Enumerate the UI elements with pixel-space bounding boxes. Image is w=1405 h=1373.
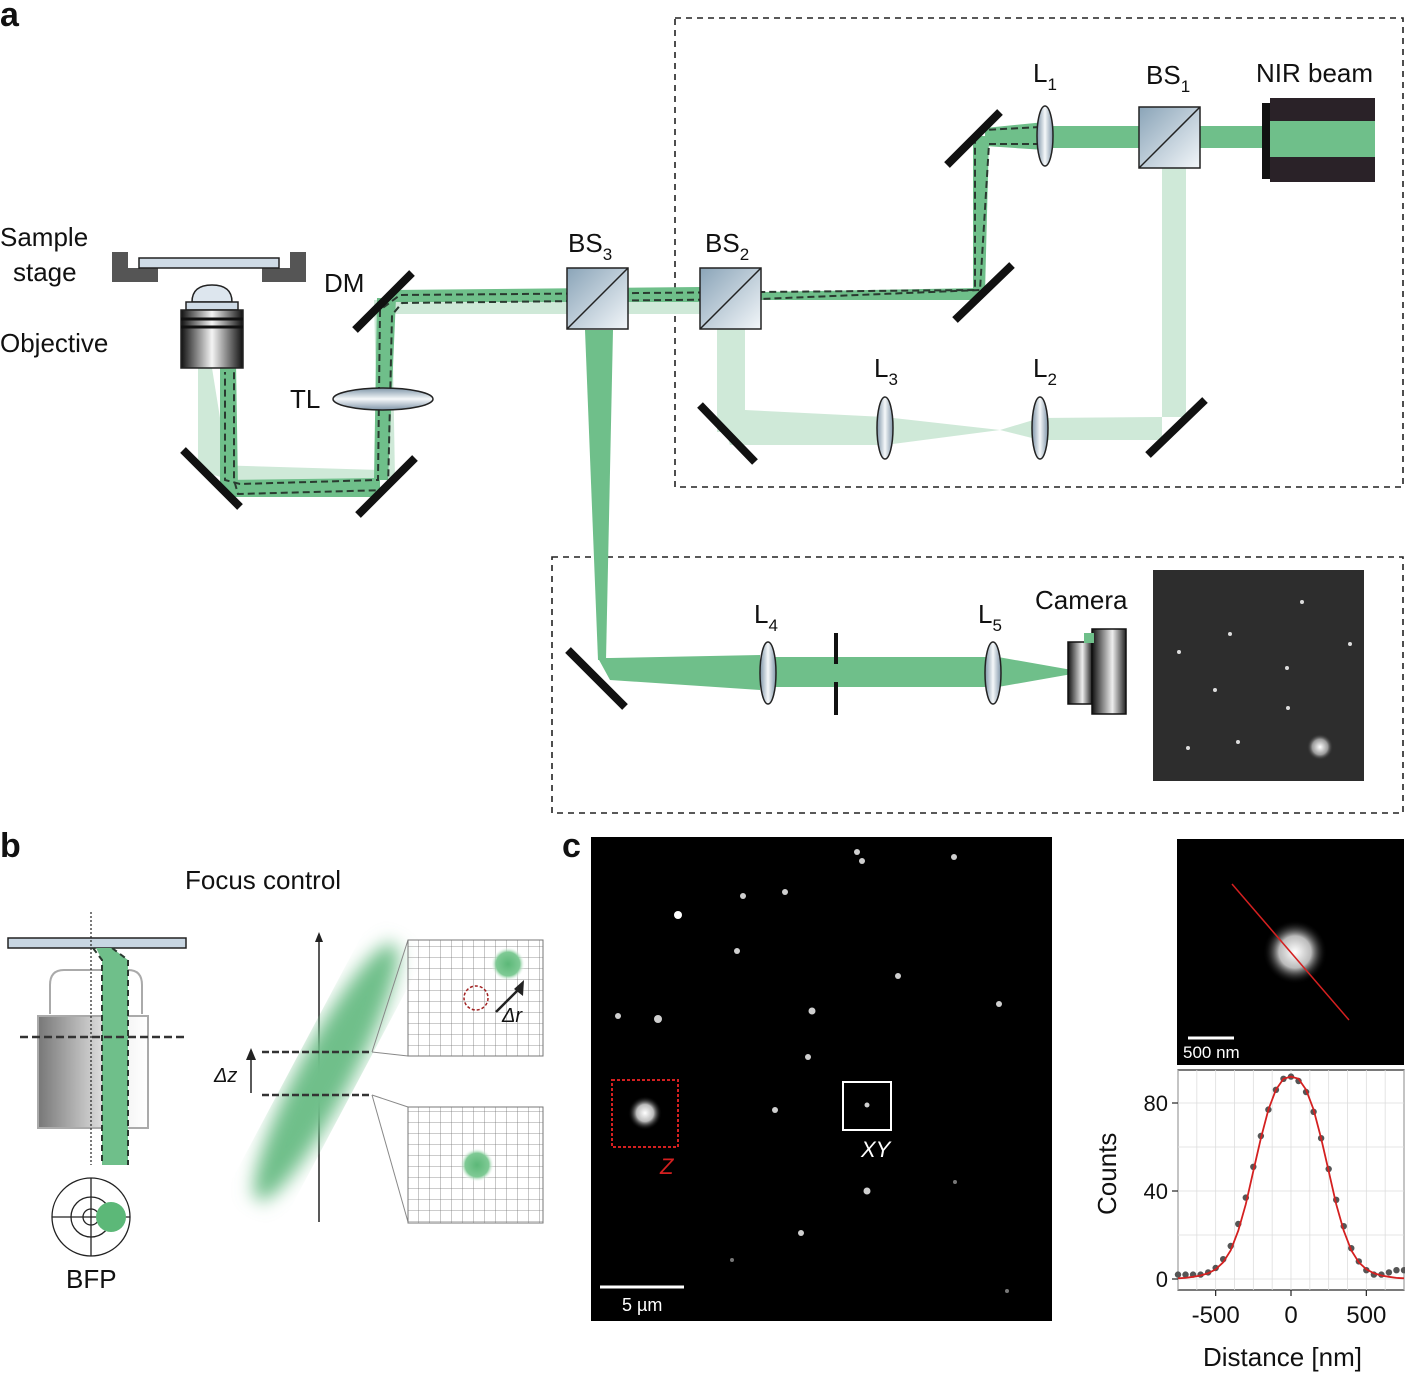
bs3-label: BS3 [568,228,612,264]
y-tick-label: 0 [1156,1267,1168,1292]
lens-icons [759,105,1054,705]
nir-beam-label: NIR beam [1256,58,1373,88]
data-point [1385,1269,1393,1276]
detector-grid-top [407,939,544,1057]
y-tick-label: 40 [1144,1179,1168,1204]
dm-label: DM [324,268,364,298]
data-point [1393,1267,1400,1274]
sample-stage [112,252,306,282]
l2-label: L2 [1033,353,1057,389]
camera-image [1153,570,1364,781]
x-tick-label: 500 [1346,1302,1386,1329]
data-point [1400,1267,1405,1274]
focus-axis-diagram [246,932,409,1223]
x-tick-label: 0 [1284,1302,1297,1329]
beam-splitter-icons [566,106,1201,330]
camera-label: Camera [1035,585,1128,615]
bs1-label: BS1 [1146,60,1190,96]
l4-label: L4 [754,599,778,635]
scale-bar-main-label: 5 µm [622,1295,662,1315]
bfp-label: BFP [66,1264,117,1294]
panel-a-label: a [0,0,20,34]
tl-label: TL [290,384,320,414]
bfp-objective-diagram [7,912,188,1257]
panel-c-label: c [562,827,581,865]
fluorescence-image [591,837,1052,1321]
mirror-icons [180,109,1208,710]
focus-control-title: Focus control [185,865,341,895]
tube-lens-icon [332,387,434,411]
scale-bar-zoom-label: 500 nm [1183,1043,1240,1062]
panel-b-label: b [0,827,21,865]
sample-label-1: Sample [0,222,88,252]
z-label: Z [659,1154,675,1179]
detector-grid-bottom [407,1106,544,1224]
objective-icon [180,284,244,369]
data-point [1182,1271,1189,1278]
camera-icon [1067,628,1127,715]
l5-label: L5 [978,599,1002,635]
l1-label: L1 [1033,58,1057,94]
chart-ylabel: Counts [1092,1133,1122,1215]
chart-xlabel: Distance [nm] [1203,1342,1362,1372]
data-point [1174,1271,1182,1278]
camera-module-box [551,556,1404,814]
zoomed-spot-image [1177,839,1404,1065]
objective-label: Objective [0,328,108,358]
dz-label: Δz [213,1065,237,1087]
nir-laser-icon [1262,98,1375,182]
dr-label: Δr [501,1005,523,1027]
y-tick-label: 80 [1144,1091,1168,1116]
bs2-label: BS2 [705,228,749,264]
fit-curve [1177,1075,1405,1280]
l3-label: L3 [874,353,898,389]
profile-chart: -500 0 500 0 40 80 [1144,1069,1405,1329]
x-tick-label: -500 [1192,1302,1240,1329]
xy-label: XY [860,1137,892,1162]
sample-label-2: stage [13,257,77,287]
nir-module-box [674,17,1404,488]
